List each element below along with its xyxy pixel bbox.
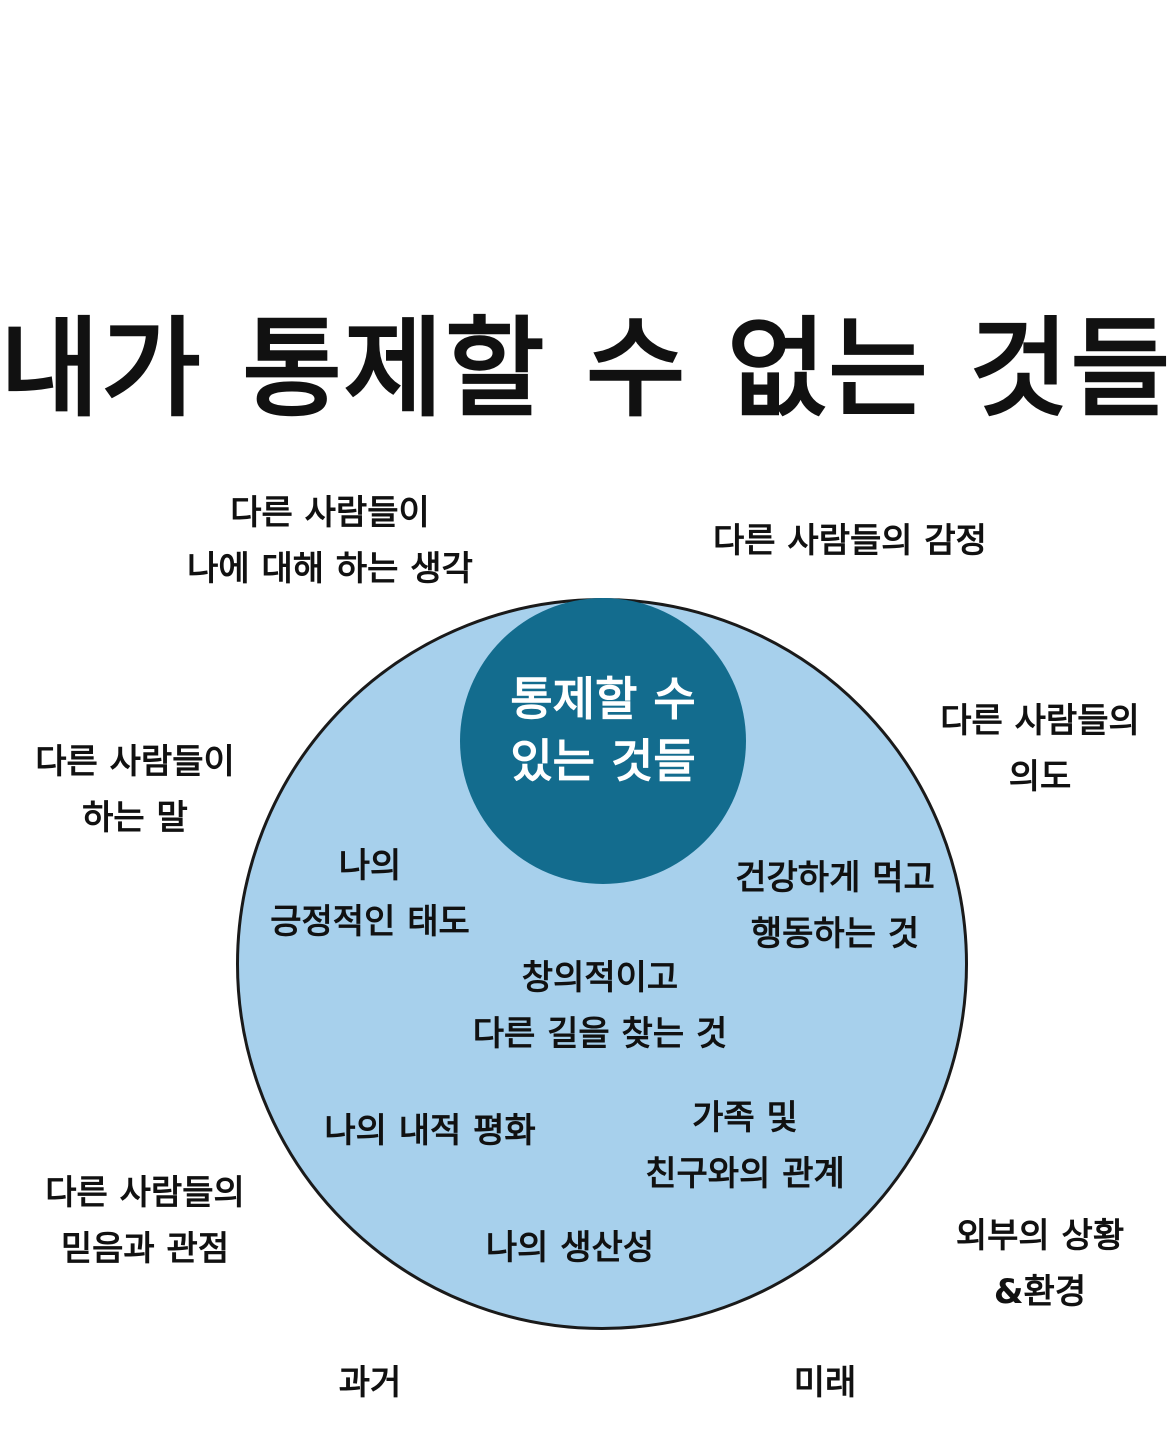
outside-item-others-feelings: 다른 사람들의 감정 [713,521,987,561]
outside-item-others-beliefs: 다른 사람들의 믿음과 관점 [45,1173,245,1269]
inside-item-relationships: 가족 및 친구와의 관계 [645,1098,845,1194]
inside-item-inner-peace: 나의 내적 평화 [324,1111,536,1151]
outside-item-others-intentions: 다른 사람들의 의도 [940,701,1140,797]
outside-item-past: 과거 [338,1363,402,1403]
core-circle [460,598,746,884]
inside-item-productivity: 나의 생산성 [485,1228,655,1268]
core-circle-label: 통제할 수 있는 것들 [510,672,696,788]
inside-item-healthy-living: 건강하게 먹고 행동하는 것 [735,858,935,954]
outside-item-future: 미래 [793,1363,857,1403]
inside-item-positive-attitude: 나의 긍정적인 태도 [270,846,470,942]
outside-item-external-circumstances: 외부의 상황 &환경 [955,1216,1125,1312]
page-title: 내가 통제할 수 없는 것들 [0,307,1170,432]
outside-item-others-thoughts: 다른 사람들이 나에 대해 하는 생각 [187,493,473,589]
outside-item-others-words: 다른 사람들이 하는 말 [35,742,235,838]
inside-item-creativity: 창의적이고 다른 길을 찾는 것 [472,958,728,1054]
